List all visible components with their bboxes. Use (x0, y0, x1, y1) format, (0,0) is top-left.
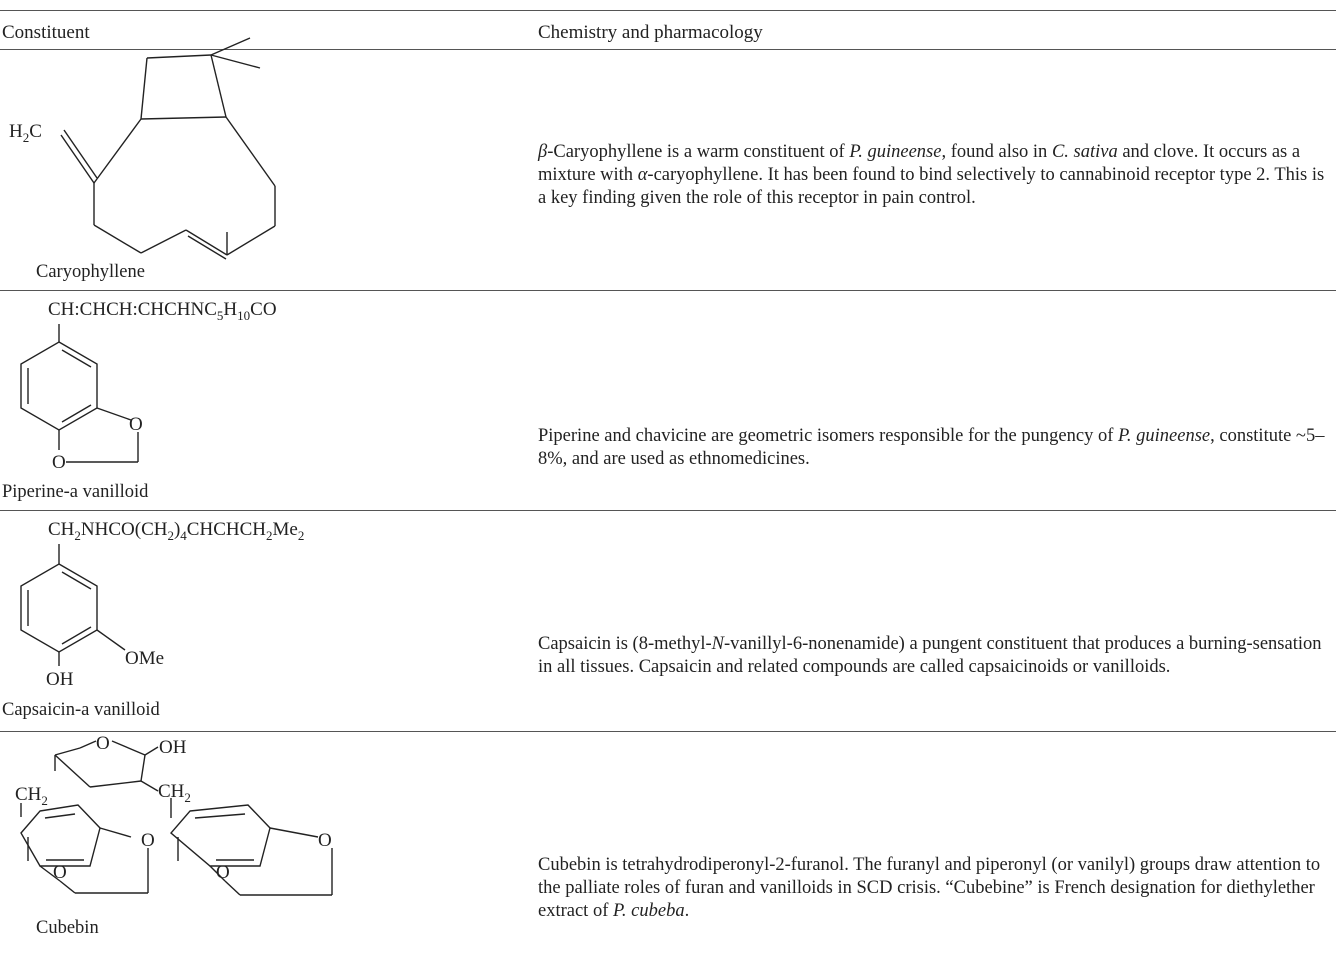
row-rule-2 (0, 510, 1336, 511)
table-top-rule (0, 10, 1336, 11)
row-rule-3 (0, 731, 1336, 732)
svg-text:H2C: H2C (9, 121, 42, 145)
svg-text:OH: OH (159, 737, 187, 758)
constituent-label-capsaicin: Capsaicin-a vanilloid (2, 700, 160, 720)
description-piperine: Piperine and chavicine are geometric iso… (538, 426, 1325, 469)
capsaicin-structure: CH2NHCO(CH2)4CHCHCH2Me2 OMe OH (0, 512, 420, 702)
header-bottom-rule (0, 49, 1336, 50)
row-rule-1 (0, 290, 1336, 291)
svg-text:OMe: OMe (125, 648, 164, 669)
svg-text:O: O (141, 830, 155, 851)
svg-text:CH:CHCH:CHCHNC5H10CO: CH:CHCH:CHCHNC5H10CO (48, 299, 277, 323)
svg-text:CH2: CH2 (15, 784, 48, 808)
piperine-structure: CH:CHCH:CHCHNC5H10CO O O (0, 292, 400, 482)
caryophyllene-structure: H2C (0, 37, 300, 260)
caryophyllene-lower-bond (0, 250, 300, 258)
svg-text:O: O (129, 414, 143, 435)
svg-text:CH2: CH2 (158, 781, 191, 805)
svg-text:O: O (53, 862, 67, 883)
svg-text:CH2NHCO(CH2)4CHCHCH2Me2: CH2NHCO(CH2)4CHCHCH2Me2 (48, 519, 304, 543)
svg-text:O: O (52, 452, 66, 473)
cubebin-structure: O OH CH2 CH2 O O O O (0, 733, 420, 923)
constituent-label-cubebin: Cubebin (36, 918, 99, 938)
column-header-chemistry-pharmacology: Chemistry and pharmacology (538, 22, 763, 43)
svg-text:O: O (96, 733, 110, 754)
svg-text:O: O (216, 862, 230, 883)
svg-text:O: O (318, 830, 332, 851)
description-caryophyllene: β-Caryophyllene is a warm constituent of… (538, 142, 1325, 208)
column-header-constituent: Constituent (2, 22, 90, 43)
svg-text:OH: OH (46, 669, 74, 690)
description-capsaicin: Capsaicin is (8-methyl-N-vanillyl-6-none… (538, 634, 1322, 677)
description-cubebin: Cubebin is tetrahydrodiperonyl-2-furanol… (538, 855, 1321, 921)
constituent-label-piperine: Piperine-a vanilloid (2, 482, 149, 502)
constituent-label-caryophyllene: Caryophyllene (36, 262, 145, 282)
